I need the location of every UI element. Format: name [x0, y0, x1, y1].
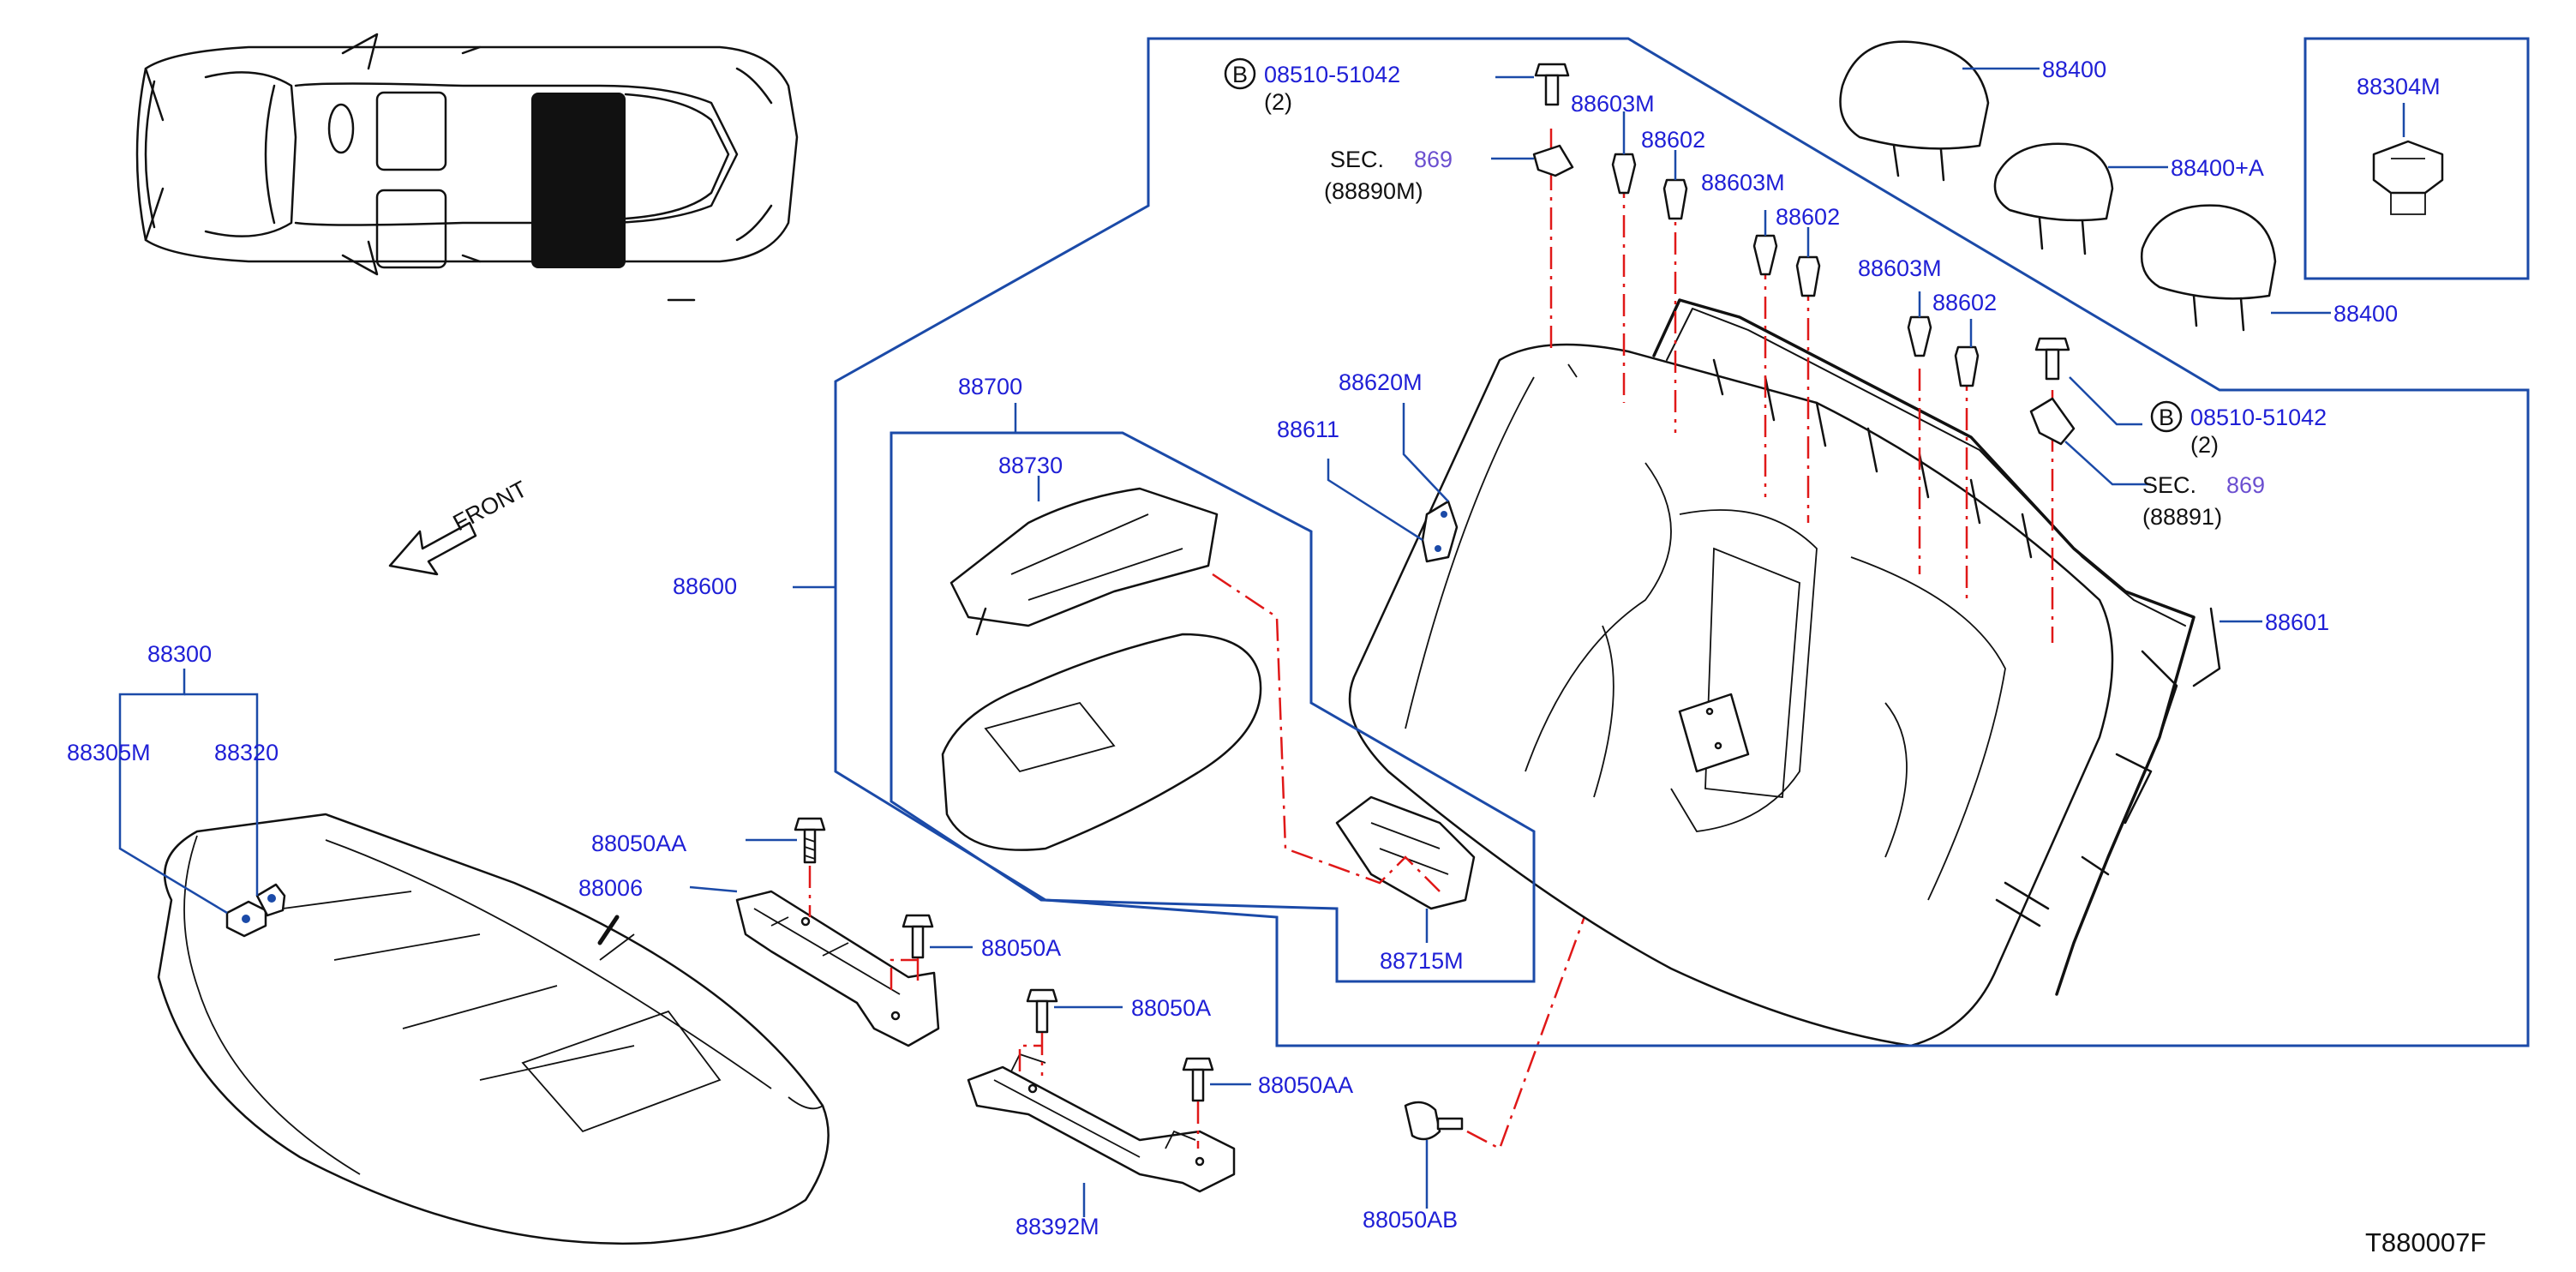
label-88392m: 88392M [1015, 1214, 1099, 1239]
clip-88602-a [1662, 178, 1688, 220]
bracket-sec869-left [1532, 144, 1574, 177]
vehicle-top-view [135, 33, 799, 302]
bracket-88006 [735, 890, 940, 1047]
bracket-88392m [967, 1053, 1236, 1193]
guide-88050a-lower [1018, 1033, 1044, 1076]
bolt-08510-right [2034, 337, 2070, 381]
bolt-88050a-upper [902, 914, 934, 959]
clip-88603m-b [1752, 234, 1778, 276]
label-88603m-c: 88603M [1858, 255, 1942, 281]
frame-88700 [890, 431, 1536, 983]
label-88400-top: 88400 [2042, 57, 2106, 82]
label-88611: 88611 [1277, 417, 1339, 442]
front-arrow-icon: FRONT [388, 476, 531, 576]
label-88603m-b: 88603M [1701, 170, 1785, 195]
label-88050a-lower: 88050A [1131, 995, 1211, 1021]
bolt-88050aa-upper [794, 817, 826, 864]
leader-lines [118, 67, 2405, 1217]
label-88050ab: 88050AB [1363, 1207, 1458, 1233]
label-88602-b: 88602 [1776, 204, 1840, 230]
label-08510-right-qty: (2) [2190, 432, 2219, 458]
label-88715m: 88715M [1380, 948, 1464, 974]
sec-right-sub: (88891) [2142, 504, 2222, 530]
svg-text:B: B [2159, 405, 2174, 430]
clip-88602-b [1795, 255, 1821, 297]
front-label: FRONT [449, 476, 531, 536]
label-88600: 88600 [673, 573, 737, 599]
headrest-88400-top [1839, 40, 1990, 182]
label-88305m: 88305M [67, 740, 151, 765]
headrest-88400-low [2140, 204, 2277, 332]
label-88620m: 88620M [1339, 369, 1423, 395]
bracket-sec869-right [2029, 397, 2076, 446]
sec-right-num: 869 [2226, 472, 2265, 498]
sec-left-num: 869 [1414, 147, 1453, 172]
label-88300: 88300 [147, 641, 212, 667]
label-08510-top-qty: (2) [1264, 89, 1292, 115]
label-88730: 88730 [998, 453, 1063, 478]
clip-88603m-c [1907, 315, 1932, 357]
label-88050aa-upper: 88050AA [591, 831, 686, 856]
sec-left-prefix: SEC. [1330, 147, 1384, 172]
label-88304m: 88304M [2357, 74, 2441, 99]
guide-88050a-upper [890, 958, 920, 990]
label-88602-c: 88602 [1932, 290, 1997, 315]
bolt-88050ab [1404, 1101, 1464, 1141]
label-08510-right: 08510-51042 [2190, 405, 2327, 430]
badge-b-right: B [2150, 400, 2183, 433]
clip-88304m [2372, 140, 2444, 215]
sec-left-sub: (88890M) [1324, 178, 1423, 204]
label-88602-a: 88602 [1641, 127, 1705, 153]
headrest-88400a-mid [1993, 142, 2114, 255]
clip-88602-c [1954, 345, 1980, 387]
label-08510-top: 08510-51042 [1264, 62, 1400, 87]
label-88603m-a: 88603M [1571, 91, 1655, 117]
label-88006: 88006 [578, 875, 643, 901]
label-88050aa-lower: 88050AA [1258, 1072, 1353, 1098]
label-88050a-upper: 88050A [981, 935, 1061, 961]
diagram-ref-code: T880007F [2365, 1227, 2486, 1257]
armrest-88730 [950, 487, 1219, 636]
bolt-88050aa-lower [1182, 1057, 1214, 1102]
bolt-88050a-lower [1026, 988, 1058, 1034]
frame-88600 [834, 37, 2530, 1047]
label-88700: 88700 [958, 374, 1022, 399]
label-88601: 88601 [2265, 609, 2329, 635]
seat-back [1348, 343, 2114, 1047]
seat-cushion [157, 813, 830, 1245]
label-88400-low: 88400 [2333, 301, 2398, 327]
svg-text:B: B [1232, 62, 1248, 87]
clip-88603m-a [1611, 153, 1637, 195]
armrest-cover [941, 633, 1262, 851]
seat-back-frame [1652, 298, 2221, 996]
label-88320: 88320 [214, 740, 279, 765]
bolt-08510-top [1534, 63, 1570, 106]
guide-armrest [1212, 573, 1441, 892]
frame-88304m [2303, 37, 2530, 280]
sec-right-prefix: SEC. [2142, 472, 2196, 498]
badge-b-top: B [1224, 57, 1256, 90]
label-88400a: 88400+A [2171, 155, 2264, 181]
